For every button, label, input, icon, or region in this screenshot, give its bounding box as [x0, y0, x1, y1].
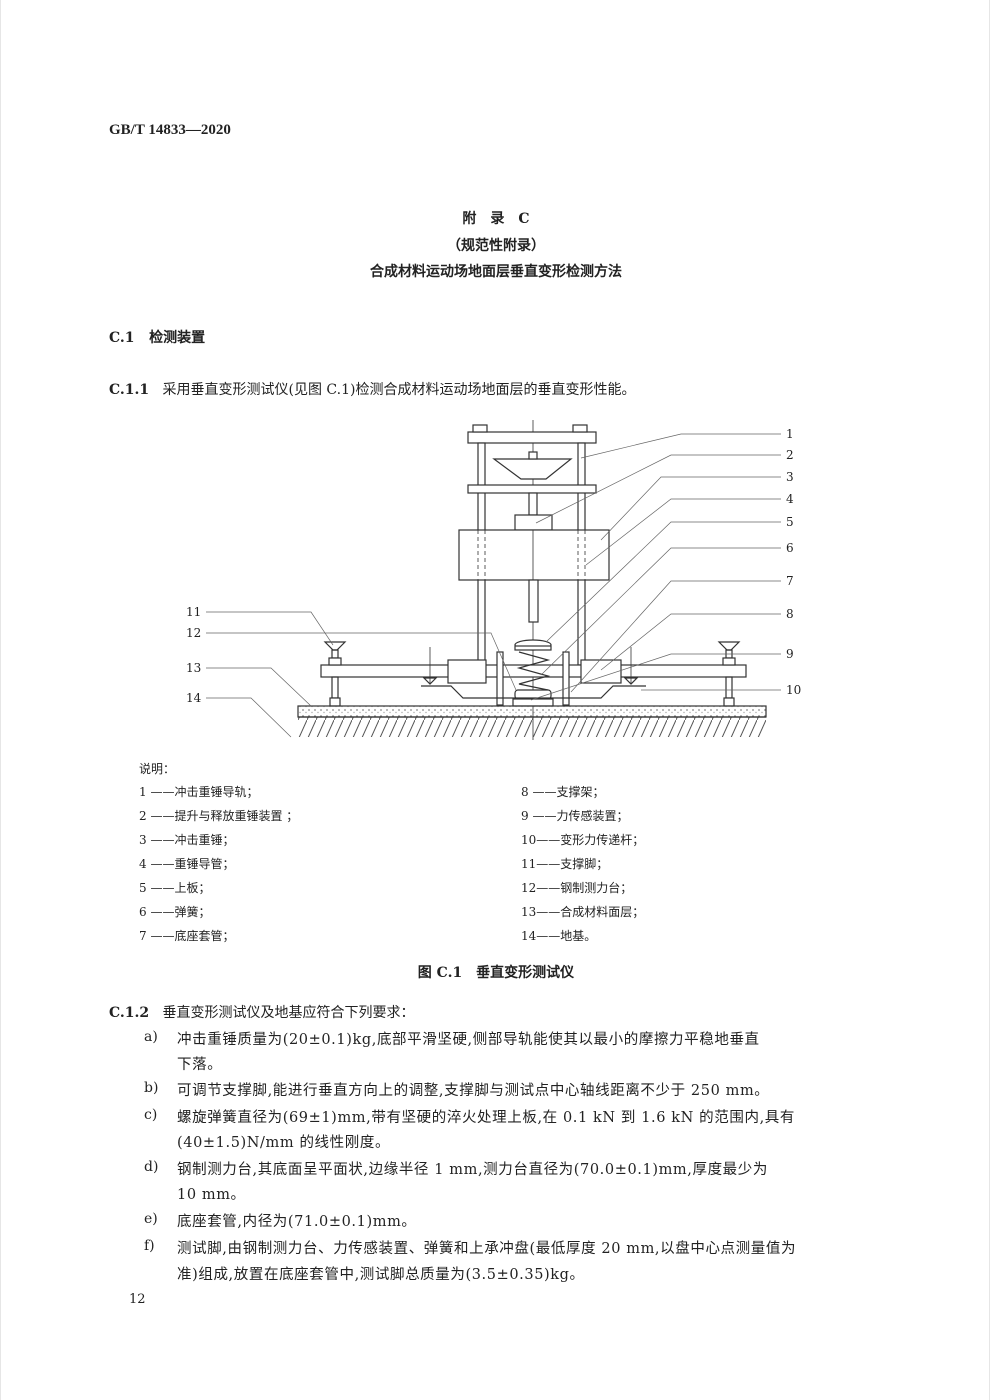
bolt — [572, 424, 588, 433]
callout-7: 7 — [786, 574, 794, 588]
callout-8: 8 — [786, 607, 794, 621]
top-plate — [467, 431, 597, 444]
callout-12: 12 — [186, 626, 202, 640]
clause-text: 垂直变形测试仪及地基应符合下列要求： — [162, 1005, 415, 1021]
hammer-guide-tube — [528, 579, 539, 623]
item-label: c) — [144, 1107, 158, 1123]
item-text: 10 mm。 — [177, 1187, 246, 1203]
figure-caption: 图 C.1 垂直变形测试仪 — [417, 965, 575, 981]
foundation — [298, 717, 766, 737]
callout-3: 3 — [786, 470, 794, 484]
item-label: e) — [144, 1211, 158, 1227]
callout-9: 9 — [786, 647, 794, 661]
item-text: 可调节支撑脚,能进行垂直方向上的调整,支撑脚与测试点中心轴线距离不少于 250 … — [177, 1083, 770, 1099]
clause-number: C.1.2 — [109, 1005, 150, 1021]
legend-item: 14——地基。 — [521, 929, 597, 943]
synthetic-surface-layer — [297, 705, 767, 718]
section-title: 检测装置 — [149, 330, 206, 346]
impact-hammer — [458, 529, 610, 581]
base-sleeve-left — [447, 659, 487, 684]
callout-1: 1 — [786, 427, 794, 441]
legend-item: 1 ——冲击重锤导轨； — [139, 785, 259, 799]
legend-title: 说明： — [139, 762, 176, 776]
item-text: 冲击重锤质量为(20±0.1)kg,底部平滑坚硬,侧部导轨能使其以最小的摩擦力平… — [177, 1032, 760, 1048]
section-number: C.1 — [109, 330, 135, 346]
force-plate — [512, 698, 554, 707]
callout-10: 10 — [786, 683, 802, 697]
page-number: 12 — [129, 1292, 146, 1307]
deformation-rod — [421, 685, 646, 699]
support-frame-beam — [320, 664, 747, 678]
item-label: a) — [144, 1029, 158, 1045]
callout-13: 13 — [186, 661, 202, 675]
legend-item: 5 ——上板； — [139, 881, 211, 895]
upper-plate — [467, 484, 597, 494]
bolt — [472, 424, 488, 433]
legend-item: 7 ——底座套管； — [139, 929, 235, 943]
legend-item: 8 ——支撑架； — [521, 785, 605, 799]
item-text: 准)组成,放置在底座套管中,测试脚总质量为(3.5±0.35)kg。 — [177, 1267, 585, 1283]
callout-11: 11 — [186, 605, 202, 619]
item-text: 下落。 — [177, 1057, 223, 1073]
appendix-subtitle: （规范性附录） — [447, 238, 545, 254]
appendix-name: 合成材料运动场地面层垂直变形检测方法 — [370, 264, 622, 280]
legend-item: 6 ——弹簧； — [139, 905, 211, 919]
legend-item: 10——变形力传递杆； — [521, 833, 645, 847]
legend-item: 2 ——提升与释放重锤装置 ； — [139, 809, 299, 823]
base-sleeve-right — [580, 659, 622, 684]
section-c1-heading: C.1 检测装置 — [109, 327, 205, 347]
standard-number: GB/T 14833—2020 — [109, 122, 231, 138]
item-text: 底座套管,内径为(71.0±0.1)mm。 — [177, 1214, 417, 1230]
item-text: 钢制测力台,其底面呈平面状,边缘半径 1 mm,测力台直径为(70.0±0.1)… — [177, 1162, 768, 1178]
callout-14: 14 — [186, 691, 202, 705]
hammer-head — [514, 514, 553, 531]
callout-4: 4 — [786, 492, 794, 506]
callout-5: 5 — [786, 515, 794, 529]
spring — [516, 651, 551, 691]
support-foot-cup — [717, 641, 741, 651]
item-label: d) — [144, 1159, 159, 1175]
legend-item: 11——支撑脚； — [521, 857, 609, 871]
clause-number: C.1.1 — [109, 382, 150, 398]
clause-text: 采用垂直变形测试仪(见图 C.1)检测合成材料运动场地面层的垂直变形性能。 — [162, 382, 636, 398]
item-label: f) — [144, 1238, 155, 1254]
item-text: (40±1.5)N/mm 的线性刚度。 — [177, 1135, 391, 1151]
item-label: b) — [144, 1080, 159, 1096]
legend-item: 12——钢制测力台； — [521, 881, 633, 895]
item-text: 螺旋弹簧直径为(69±1)mm,带有坚硬的淬火处理上板,在 0.1 kN 到 1… — [177, 1110, 795, 1126]
clause-c11: C.1.1 采用垂直变形测试仪(见图 C.1)检测合成材料运动场地面层的垂直变形… — [109, 379, 635, 399]
vertical-deformation-tester-figure — [206, 420, 781, 740]
callout-6: 6 — [786, 541, 794, 555]
legend-item: 4 ——重锤导管； — [139, 857, 235, 871]
callout-2: 2 — [786, 448, 794, 462]
item-text: 测试脚,由钢制测力台、力传感装置、弹簧和上承冲盘(最低厚度 20 mm,以盘中心… — [177, 1241, 797, 1257]
support-foot-cup — [323, 641, 347, 651]
legend-item: 9 ——力传感装置； — [521, 809, 629, 823]
lift-release-device — [492, 458, 573, 480]
legend-item: 3 ——冲击重锤； — [139, 833, 235, 847]
clause-c12: C.1.2 垂直变形测试仪及地基应符合下列要求： — [109, 1002, 415, 1022]
legend-item: 13——合成材料面层； — [521, 905, 645, 919]
appendix-title: 附 录 C — [462, 211, 530, 227]
